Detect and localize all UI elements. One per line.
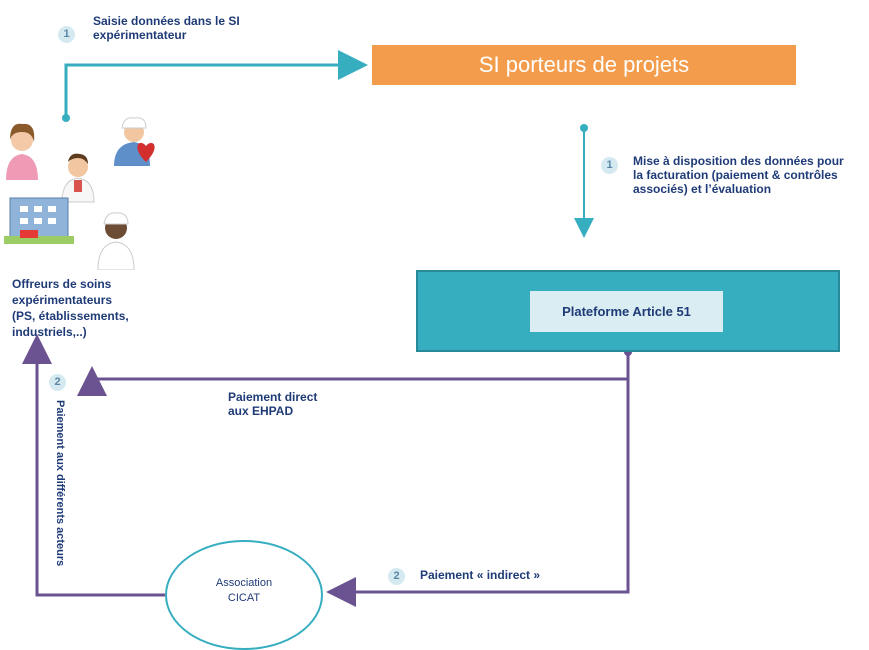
step-number-badge: 2 [388,568,405,585]
paiement-indirect-label: Paiement « indirect » [420,568,541,582]
offreurs-line1: Offreurs de soins [12,277,112,291]
si-porteurs-box: SI porteurs de projets [372,45,796,85]
step1-top-line1: Saisie données dans le SI [93,14,240,28]
association-line2: CICAT [227,592,261,604]
association-label: Association CICAT [165,576,323,606]
step1-right-text: Mise à disposition des données pour la f… [633,154,869,196]
arrow-paiement-direct [77,348,632,396]
offreurs-line4: industriels,..) [12,325,87,339]
step-number-badge: 1 [601,157,618,174]
arrow-si-to-plateforme [574,124,594,238]
plateforme-label: Plateforme Article 51 [530,291,723,332]
paiement-direct-label: Paiement direct aux EHPAD [228,390,388,418]
paiement-direct-line2: aux EHPAD [228,404,294,418]
association-circle [165,540,323,650]
arrow-association-to-offreurs [22,334,165,597]
nurse-icon [97,212,135,270]
step1-top-line2: expérimentateur [93,28,187,42]
paiement-direct-line1: Paiement direct [228,390,318,404]
offreurs-icons [4,117,155,270]
female-patient-icon [6,123,38,180]
hospital-building-icon [4,197,74,244]
arrow-paiement-indirect [326,379,630,607]
arrow-offreurs-to-si [62,50,368,122]
doctor-icon [61,153,95,203]
step1-right-line2: la facturation (paiement & contrôles [633,168,838,182]
offreurs-label: Offreurs de soins expérimentateurs (PS, … [12,276,182,340]
nurse-heart-icon [114,117,155,166]
paiement-acteurs-label: Paiement aux différents acteurs [54,400,66,567]
offreurs-line3: (PS, établissements, [12,309,129,323]
association-line1: Association [215,577,273,589]
step1-right-line1: Mise à disposition des données pour [633,154,844,168]
step-number-badge: 1 [58,26,75,43]
step-number-badge: 2 [49,374,66,391]
step1-top-text: Saisie données dans le SI expérimentateu… [93,14,323,42]
offreurs-line2: expérimentateurs [12,293,113,307]
step1-right-line3: associés) et l’évaluation [633,182,772,196]
